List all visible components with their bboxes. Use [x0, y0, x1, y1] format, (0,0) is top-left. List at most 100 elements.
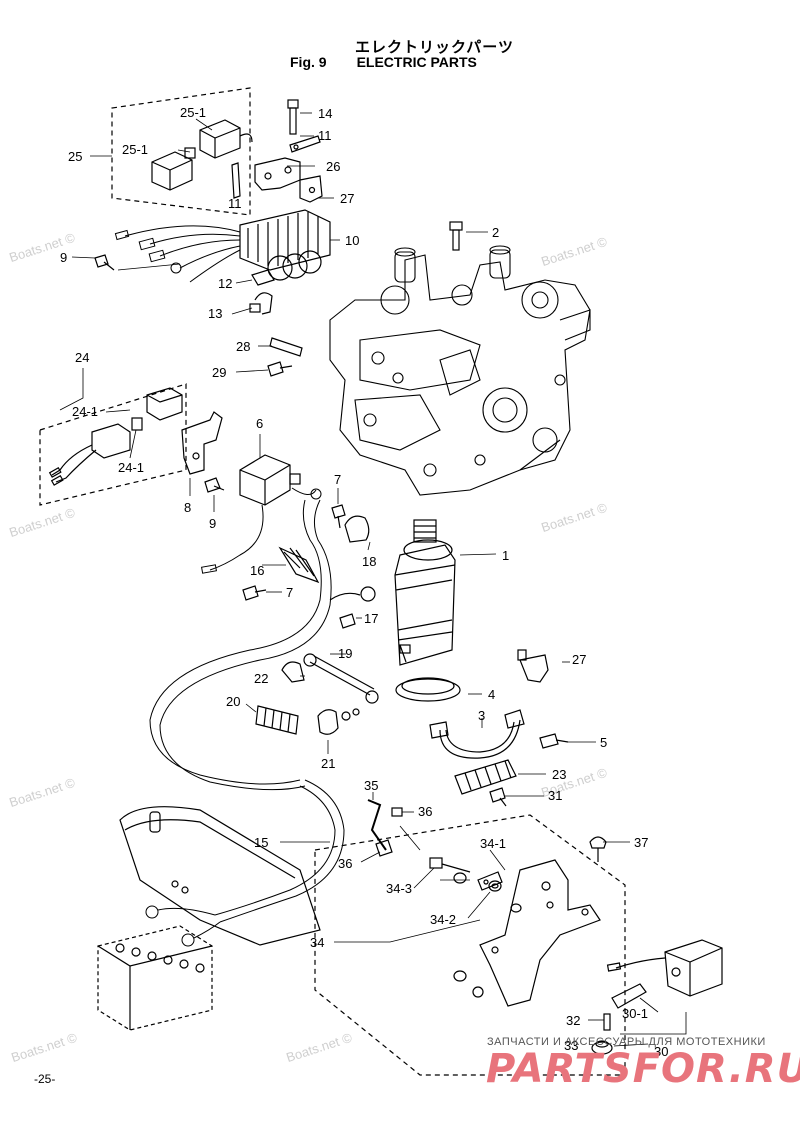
engine-block	[329, 245, 591, 496]
page-number: -25-	[34, 1072, 56, 1086]
callout-22: 22	[254, 671, 268, 686]
callout-27-upper: 27	[340, 191, 354, 206]
callout-25-1-upper: 25-1	[180, 105, 206, 120]
callout-34-1: 34-1	[480, 836, 506, 851]
bracket-11-upper	[289, 135, 321, 153]
lower-cowl	[119, 806, 321, 946]
callout-26: 26	[326, 159, 340, 174]
clip-36-lower	[375, 839, 393, 857]
group-box-34	[314, 814, 626, 1076]
leader-lines	[59, 112, 687, 1047]
callout-3: 3	[478, 708, 485, 723]
callout-24: 24	[75, 350, 89, 365]
figure-name: ELECTRIC PARTS	[356, 54, 477, 70]
cap-18	[344, 515, 370, 543]
pad-12	[251, 269, 275, 286]
battery	[97, 925, 213, 1031]
cable-19	[303, 653, 379, 704]
callout-34: 34	[310, 935, 324, 950]
starter-relay-6	[239, 454, 301, 506]
callout-14: 14	[318, 106, 332, 121]
callout-10: 10	[345, 233, 359, 248]
plate-26	[254, 157, 301, 191]
title-japanese: エレクトリックパーツ	[355, 38, 514, 56]
screw-37	[589, 836, 607, 862]
starter-motor-1	[394, 519, 456, 666]
callout-35: 35	[364, 778, 378, 793]
callout-30-1: 30-1	[622, 1006, 648, 1021]
callout-25-1-lower: 25-1	[122, 142, 148, 157]
callout-9-upper: 9	[60, 250, 67, 265]
callout-33: 33	[564, 1038, 578, 1053]
callout-34-3: 34-3	[386, 881, 412, 896]
callout-8: 8	[184, 500, 191, 515]
screw-31	[489, 787, 507, 807]
switch-30	[606, 939, 723, 997]
boot-20	[255, 705, 299, 735]
strap-28	[269, 337, 303, 357]
rectifier-10	[239, 209, 331, 281]
callout-9-middle: 9	[209, 516, 216, 531]
cap-21	[317, 708, 360, 735]
band-3	[429, 709, 525, 759]
washer-34	[453, 872, 522, 998]
callouts: 25-1 25-1 25 14 11 11 26 27 10 2 9 12 13…	[60, 105, 668, 1059]
brand-logo: PARTSFOR.RU	[486, 1046, 800, 1092]
callout-23: 23	[552, 767, 566, 782]
cap-22	[281, 661, 305, 683]
group-box-24	[39, 383, 187, 506]
callout-24-1-left: 24-1	[72, 404, 98, 419]
callout-25: 25	[68, 149, 82, 164]
screw-7-upper	[331, 504, 346, 529]
boot-16	[278, 546, 320, 584]
bolt-5	[539, 733, 569, 749]
relay-25-assembly	[151, 119, 253, 191]
bolt-14	[287, 99, 299, 135]
callout-13: 13	[208, 306, 222, 321]
group-box-25	[111, 87, 251, 216]
clamp-13	[249, 292, 273, 315]
callout-6: 6	[256, 416, 263, 431]
callout-21: 21	[321, 756, 335, 771]
callout-31: 31	[548, 788, 562, 803]
clip-27-upper	[299, 175, 323, 203]
callout-36-upper: 36	[418, 804, 432, 819]
callout-7-upper: 7	[334, 472, 341, 487]
callout-36-lower: 36	[338, 856, 352, 871]
ring-4	[395, 677, 461, 702]
callout-37: 37	[634, 835, 648, 850]
callout-5: 5	[600, 735, 607, 750]
bracket-8	[181, 411, 223, 475]
callout-18: 18	[362, 554, 376, 569]
callout-19: 19	[338, 646, 352, 661]
callout-2: 2	[492, 225, 499, 240]
callout-17: 17	[364, 611, 378, 626]
callout-34-2: 34-2	[430, 912, 456, 927]
part-34-1	[477, 871, 503, 891]
screw-29	[267, 361, 293, 377]
callout-32: 32	[566, 1013, 580, 1028]
pin-32	[603, 1013, 611, 1031]
rectifier-wires	[114, 225, 241, 283]
boot-23	[454, 759, 517, 795]
clip-36-upper	[391, 807, 403, 817]
grommet-33	[591, 1040, 613, 1055]
callout-16: 16	[250, 563, 264, 578]
callout-27-lower: 27	[572, 652, 586, 667]
rod-35	[367, 799, 387, 851]
callout-15: 15	[254, 835, 268, 850]
figure-number: Fig. 9	[290, 54, 327, 70]
screw-9-upper	[94, 254, 115, 271]
relay-wires	[149, 487, 332, 791]
callout-20: 20	[226, 694, 240, 709]
callout-24-1-right: 24-1	[118, 460, 144, 475]
callout-29: 29	[212, 365, 226, 380]
lever-30-1	[611, 983, 647, 1009]
switch-bracket-34	[479, 859, 601, 1007]
callout-30: 30	[654, 1044, 668, 1059]
battery-cable-15	[145, 779, 345, 947]
callout-4: 4	[488, 687, 495, 702]
bolt-34-3	[429, 857, 471, 873]
